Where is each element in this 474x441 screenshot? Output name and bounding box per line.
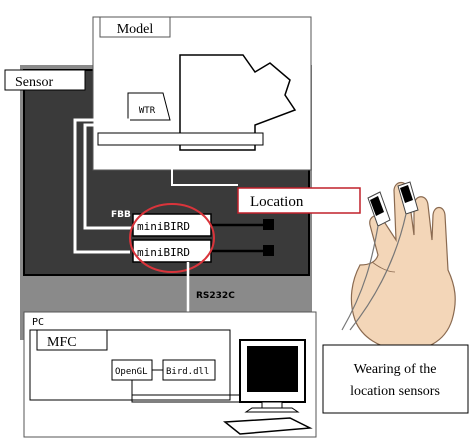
minibird-bottom-label: miniBIRD	[137, 246, 190, 259]
model-label: Model	[117, 22, 154, 37]
mfc-label: MFC	[47, 335, 77, 350]
opengl-monitor-line-2	[131, 380, 240, 403]
connector-bottom	[263, 245, 274, 256]
pc-label: PC	[32, 317, 44, 328]
highlight-circle	[129, 203, 215, 273]
sensor-probe-icon	[367, 181, 419, 227]
wtr-label: WTR	[139, 106, 156, 116]
caption-line-2: location sensors	[350, 384, 440, 399]
probe-cable-2	[349, 213, 407, 331]
caption-box	[322, 344, 469, 414]
model-shape	[179, 54, 297, 151]
monitor-icon	[239, 339, 306, 413]
probe-cable-1	[341, 225, 379, 331]
hand-illustration	[350, 181, 456, 351]
mfc-label-box	[36, 329, 108, 351]
rs232c-label: RS232C	[196, 291, 235, 301]
sensor-label-box	[4, 69, 86, 91]
sensor-cable-outer	[73, 118, 130, 254]
minibird-top-label: miniBIRD	[137, 220, 190, 233]
location-pointer-line	[171, 150, 238, 186]
sensor-label: Sensor	[15, 75, 53, 90]
caption-line-1: Wearing of the	[354, 362, 437, 377]
location-label: Location	[250, 194, 304, 210]
location-label-box	[237, 187, 361, 214]
bird-dll-label: Bird.dll	[166, 367, 209, 377]
fbb-label: FBB	[111, 210, 131, 220]
connector-top	[263, 219, 274, 230]
sensor-cable-inner	[83, 123, 135, 230]
opengl-label: OpenGL	[115, 367, 148, 377]
keyboard-icon	[223, 417, 313, 435]
wtr-device	[127, 92, 171, 121]
model-platform	[97, 132, 264, 146]
model-label-box	[99, 16, 171, 38]
